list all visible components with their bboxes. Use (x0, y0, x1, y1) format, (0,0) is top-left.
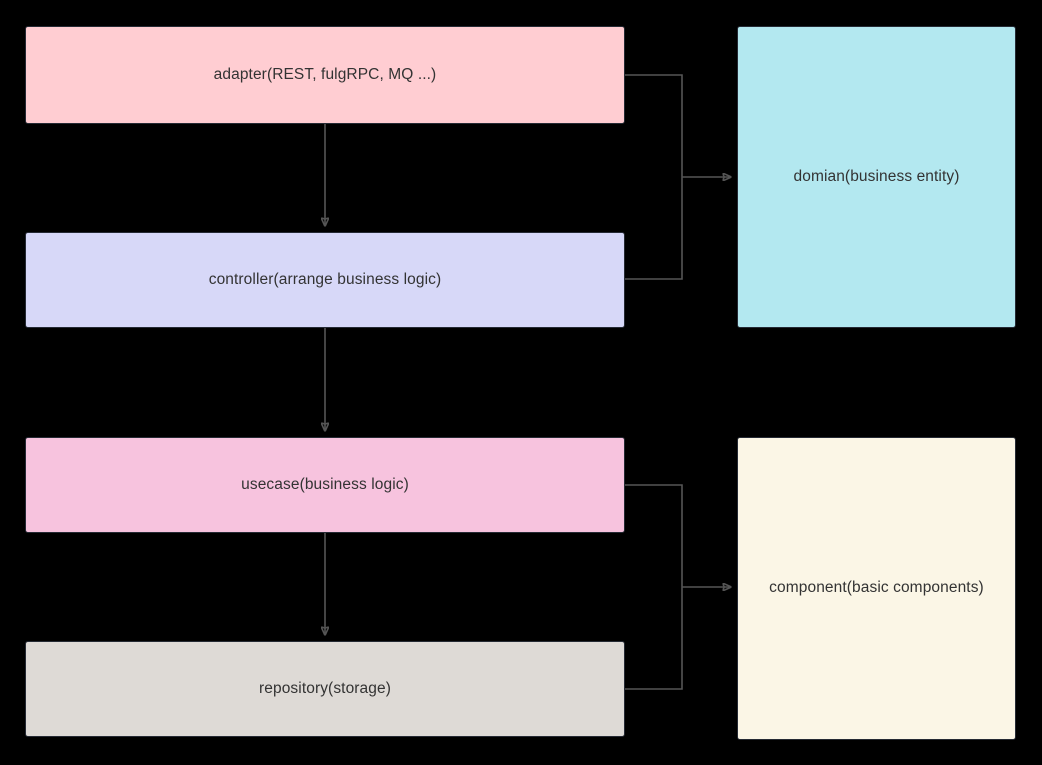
node-domian[interactable]: domian(business entity) (737, 26, 1016, 328)
node-component[interactable]: component(basic components) (737, 437, 1016, 740)
edge-repository-to-component (625, 587, 683, 690)
node-controller[interactable]: controller(arrange business logic) (25, 232, 625, 328)
node-repository-label: repository(storage) (259, 679, 391, 697)
node-domian-label: domian(business entity) (793, 167, 960, 185)
node-repository[interactable]: repository(storage) (25, 641, 625, 737)
edge-controller-to-domian (625, 177, 683, 280)
edge-adapter-to-domian (625, 74, 683, 177)
node-usecase-label: usecase(business logic) (241, 475, 409, 493)
node-component-label: component(basic components) (769, 579, 984, 597)
node-adapter-label: adapter(REST, fulgRPC, MQ ...) (213, 65, 437, 83)
node-adapter[interactable]: adapter(REST, fulgRPC, MQ ...) (25, 26, 625, 124)
edge-usecase-to-component (625, 484, 683, 587)
node-controller-label: controller(arrange business logic) (208, 270, 442, 288)
node-usecase[interactable]: usecase(business logic) (25, 437, 625, 533)
